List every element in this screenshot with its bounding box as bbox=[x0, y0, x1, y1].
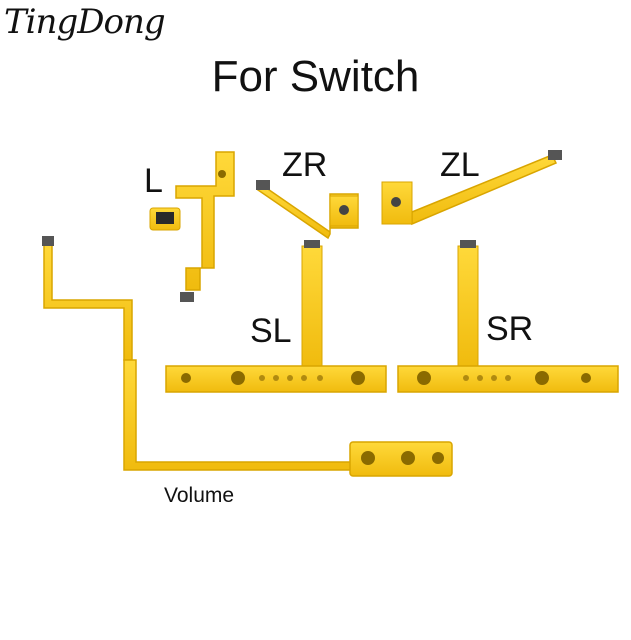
label-volume: Volume bbox=[164, 484, 235, 507]
volume-button-cable bbox=[42, 236, 453, 477]
sr-rail-cable bbox=[397, 240, 619, 393]
brand-logo: TingDong bbox=[4, 2, 166, 42]
page-title: For Switch bbox=[211, 52, 420, 101]
zr-button-cable bbox=[256, 180, 359, 240]
label-zr: ZR bbox=[282, 146, 328, 184]
l-button-cable bbox=[149, 151, 235, 302]
label-sr: SR bbox=[486, 310, 534, 348]
label-l: L bbox=[144, 162, 163, 200]
label-zl: ZL bbox=[440, 146, 480, 184]
label-sl: SL bbox=[250, 312, 292, 350]
sl-rail-cable bbox=[165, 240, 387, 393]
zl-button-cable bbox=[381, 150, 562, 226]
